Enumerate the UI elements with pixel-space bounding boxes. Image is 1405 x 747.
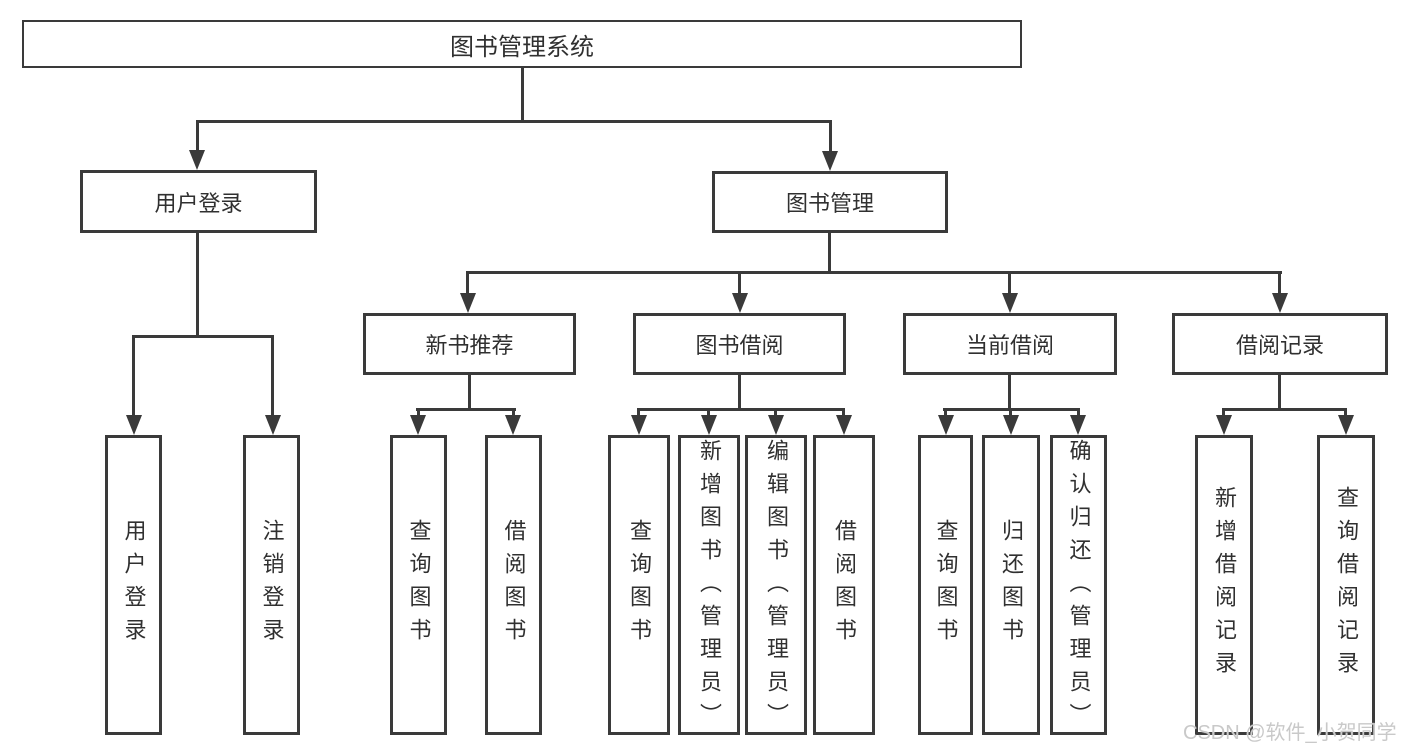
node-logout: 注销登录 [243,435,300,735]
arrow-down-icon [732,293,748,313]
node-label: 图书借阅 [695,333,784,358]
connector-drop-leaf [1009,408,1012,417]
node-label: 借阅记录 [1235,333,1324,358]
connector-book-borrowing-stem [738,375,741,408]
node-label: 注销登录 [259,519,285,651]
node-library-management-system: 图书管理系统 [22,20,1022,68]
arrow-down-icon [631,415,647,435]
node-edit-books-admin: 编辑图书（管理员） [745,435,807,736]
arrow-down-icon [1002,293,1018,313]
csdn-watermark: CSDN @软件_小贺同学 [1183,722,1397,744]
node-label: 新书推荐 [425,333,514,358]
node-label: 确认归还（管理员） [1066,439,1092,736]
arrow-down-icon [1272,293,1288,313]
node-search-books-1: 查询图书 [390,435,447,735]
connector-book-management-stem [828,233,831,271]
connector-drop-leaf [512,408,515,417]
connector-new-book-rail [416,408,516,411]
connector-drop-leaf [1344,408,1347,417]
node-return-books: 归还图书 [982,435,1040,735]
node-label: 图书管理系统 [450,33,594,61]
connector-drop-new-book [466,271,469,296]
connector-new-book-stem [468,375,471,408]
arrow-down-icon [822,151,838,171]
arrow-down-icon [1070,415,1086,435]
node-user-login: 用户登录 [80,170,317,233]
arrow-down-icon [505,415,521,435]
arrow-down-icon [1003,415,1019,435]
connector-drop-logout [271,335,274,418]
node-search-borrow-record: 查询借阅记录 [1317,435,1375,735]
connector-borrowing-records-rail [1222,408,1347,411]
connector-book-borrowing-rail [637,408,845,411]
connector-drop-current-borrowing [1008,271,1011,296]
node-new-book-recommendation: 新书推荐 [363,313,576,375]
node-search-books-2: 查询图书 [608,435,670,735]
node-borrow-books-1: 借阅图书 [485,435,542,735]
node-add-borrow-record: 新增借阅记录 [1195,435,1253,735]
connector-level3-rail [466,271,1282,274]
arrow-down-icon [836,415,852,435]
connector-drop-leaf [774,408,777,417]
arrow-down-icon [768,415,784,435]
node-book-borrowing: 图书借阅 [633,313,846,375]
node-confirm-return-admin: 确认归还（管理员） [1050,435,1107,736]
node-current-borrowing: 当前借阅 [903,313,1117,375]
node-label: 新增借阅记录 [1212,486,1237,684]
node-add-books-admin: 新增图书（管理员） [678,435,740,736]
node-label: 查询借阅记录 [1334,486,1359,684]
connector-drop-book-borrowing [738,271,741,296]
node-label: 编辑图书（管理员） [764,439,789,736]
arrow-down-icon [701,415,717,435]
connector-drop-leaf [707,408,710,417]
arrow-down-icon [410,415,426,435]
arrow-down-icon [1338,415,1354,435]
connector-level2-rail [196,120,832,123]
node-label: 查询图书 [933,519,959,651]
node-book-management: 图书管理 [712,171,948,233]
node-label: 归还图书 [999,519,1024,651]
connector-user-login-stem [196,233,199,335]
connector-current-borrowing-stem [1008,375,1011,408]
connector-drop-leaf [842,408,845,417]
arrow-down-icon [126,415,142,435]
connector-drop-leaf [1222,408,1225,417]
arrow-down-icon [189,150,205,170]
node-label: 新增图书（管理员） [697,439,722,736]
node-label: 用户登录 [154,190,243,216]
connector-user-login-rail [132,335,274,338]
node-label: 图书管理 [785,191,874,216]
node-user-login-leaf: 用户登录 [105,435,162,735]
arrow-down-icon [460,293,476,313]
connector-drop-user-login-leaf [132,335,135,418]
connector-drop-leaf [417,408,420,417]
connector-drop-user-login [196,120,199,153]
node-borrowing-records: 借阅记录 [1172,313,1388,375]
connector-drop-leaf [637,408,640,417]
arrow-down-icon [938,415,954,435]
node-borrow-books-2: 借阅图书 [813,435,875,735]
node-label: 借阅图书 [832,519,857,651]
arrow-down-icon [265,415,281,435]
node-label: 用户登录 [121,519,147,651]
connector-root-stem [521,68,524,120]
node-search-books-3: 查询图书 [918,435,973,735]
arrow-down-icon [1216,415,1232,435]
connector-drop-borrowing-records [1278,271,1281,296]
node-label: 查询图书 [406,519,432,651]
node-label: 当前借阅 [965,333,1054,358]
connector-borrowing-records-stem [1278,375,1281,408]
connector-drop-leaf [944,408,947,417]
connector-drop-book-management [829,120,832,154]
connector-drop-leaf [1077,408,1080,417]
node-label: 借阅图书 [501,519,527,651]
node-label: 查询图书 [627,519,652,651]
